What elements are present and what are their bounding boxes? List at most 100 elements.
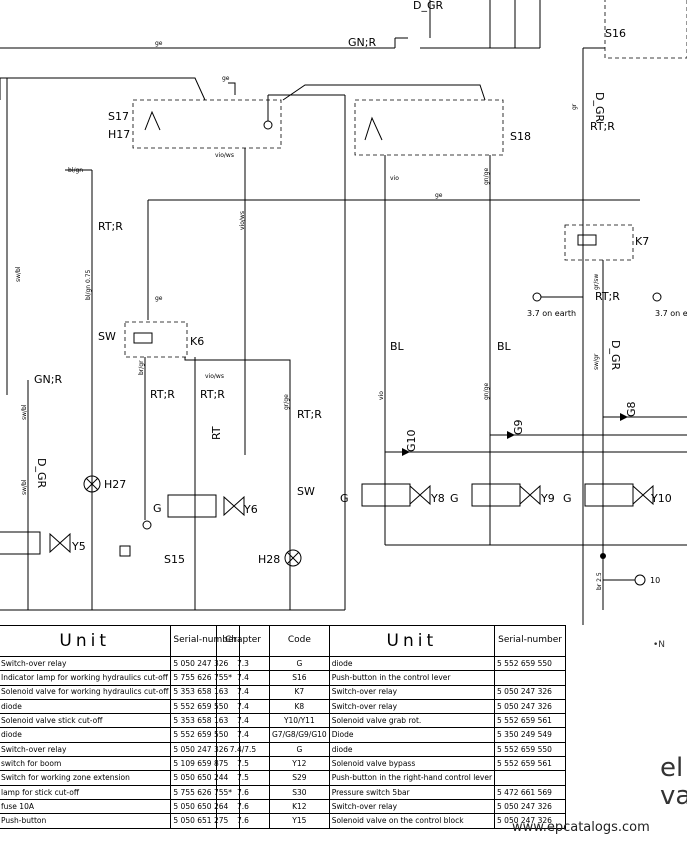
wire-label: sw/bl bbox=[21, 404, 28, 420]
unit-cell: Push-button in the right-hand control le… bbox=[328, 770, 496, 786]
code-cell: K8 bbox=[269, 698, 330, 715]
earth-note: 3.7 on earth bbox=[655, 309, 687, 318]
solenoid-y8 bbox=[361, 483, 411, 507]
wire bbox=[0, 77, 206, 101]
lamp-h28-icon bbox=[284, 549, 302, 567]
component-label: K7 bbox=[635, 235, 649, 248]
chapter-cell: 7.4 bbox=[216, 713, 270, 729]
chapter-cell: 7.6 bbox=[216, 798, 270, 815]
code-cell: Y10/Y11 bbox=[269, 713, 330, 729]
diode-g8-icon bbox=[620, 413, 628, 421]
component-label: Y9 bbox=[540, 492, 555, 505]
serial-cell: 5 050 247 326 bbox=[494, 698, 567, 715]
unit-cell: Switch-over relay bbox=[328, 798, 496, 815]
earth-icon bbox=[532, 292, 542, 302]
unit-cell: Push-button in the control lever bbox=[328, 670, 496, 686]
col-chapter: Chapter bbox=[216, 625, 270, 657]
component-label: D_GR bbox=[593, 92, 606, 122]
connector-label: BL bbox=[497, 340, 512, 353]
lamp-icon bbox=[263, 120, 273, 130]
code-cell: Y15 bbox=[269, 813, 330, 829]
serial-cell bbox=[494, 770, 567, 786]
unit-cell: Solenoid valve on the control block bbox=[328, 813, 496, 829]
serial-cell: 5 552 659 550 bbox=[494, 741, 567, 758]
connector-label: SW bbox=[297, 485, 315, 498]
unit-cell: Switch for working zone extension bbox=[0, 770, 172, 786]
unit-cell: switch for boom bbox=[0, 756, 172, 772]
wire-label: ge bbox=[222, 75, 230, 82]
serial-cell: 5 050 247 326 bbox=[494, 813, 567, 829]
code-cell: G bbox=[269, 655, 330, 672]
diode-g10-icon bbox=[402, 448, 410, 456]
component-label: S18 bbox=[510, 130, 531, 143]
chapter-cell: 7.5 bbox=[216, 756, 270, 772]
wire-label: br 2.5 bbox=[596, 572, 603, 590]
solenoid-y6 bbox=[167, 494, 217, 518]
fuse-icon bbox=[142, 520, 152, 530]
connector-label: BL bbox=[390, 340, 405, 353]
relay-k6-box bbox=[124, 321, 188, 358]
component-label: H28 bbox=[258, 553, 280, 566]
chapter-cell: 7.4 bbox=[216, 727, 270, 743]
code-cell: K7 bbox=[269, 684, 330, 700]
switch-symbol bbox=[144, 110, 161, 131]
chapter-cell: 7.4 bbox=[216, 670, 270, 686]
connector-label: GN;R bbox=[348, 36, 376, 49]
col-serial: Serial-number bbox=[494, 625, 567, 657]
lamp-cross bbox=[85, 477, 99, 491]
code-cell: S30 bbox=[269, 784, 330, 800]
wire-label: sw/gr bbox=[593, 353, 600, 370]
wire-label: gr bbox=[571, 103, 578, 110]
wire bbox=[184, 357, 291, 382]
wire-label: gn/ge bbox=[483, 168, 490, 185]
connector-label: RT;R bbox=[150, 388, 175, 401]
chapter-cell: 7.4 bbox=[216, 698, 270, 715]
chapter-cell: 7.4 bbox=[216, 684, 270, 700]
wire-label: bl/gn 0.75 bbox=[85, 269, 92, 300]
col-code: Code bbox=[269, 625, 330, 657]
component-label: Y8 bbox=[430, 492, 445, 505]
code-cell: S16 bbox=[269, 670, 330, 686]
earth-icon bbox=[652, 292, 662, 302]
wire-ge bbox=[282, 84, 486, 101]
wire-label: vio/ws bbox=[215, 152, 234, 159]
side-note: •N bbox=[653, 640, 666, 650]
serial-cell: 5 472 661 569 bbox=[494, 784, 567, 800]
component-label: S17 bbox=[108, 110, 129, 123]
switch-s16-box bbox=[604, 0, 687, 59]
wire-label: gr/sw bbox=[593, 274, 600, 290]
unit-cell: diode bbox=[0, 698, 172, 715]
chapter-cell: 7.4/7.5 bbox=[216, 741, 270, 758]
relay-coil bbox=[133, 332, 153, 344]
connector-label: RT;R bbox=[200, 388, 225, 401]
wire-label: sw/bl bbox=[15, 266, 22, 282]
connector-label: GN;R bbox=[34, 373, 62, 386]
switch-s17-box bbox=[132, 99, 282, 149]
side-text: va bbox=[660, 781, 687, 811]
unit-cell: diode bbox=[0, 727, 172, 743]
wire-label: gn/ge bbox=[483, 383, 490, 400]
component-label: H27 bbox=[104, 478, 126, 491]
connector-label: G bbox=[563, 492, 572, 505]
wiring-schematic: ge GN;R D_GR S16 D_GR RT;R gr sw/bl ge S… bbox=[0, 0, 687, 625]
wire-label: vio/ws bbox=[239, 211, 246, 230]
switch-symbol bbox=[364, 116, 383, 141]
component-label: D_GR bbox=[609, 340, 622, 370]
